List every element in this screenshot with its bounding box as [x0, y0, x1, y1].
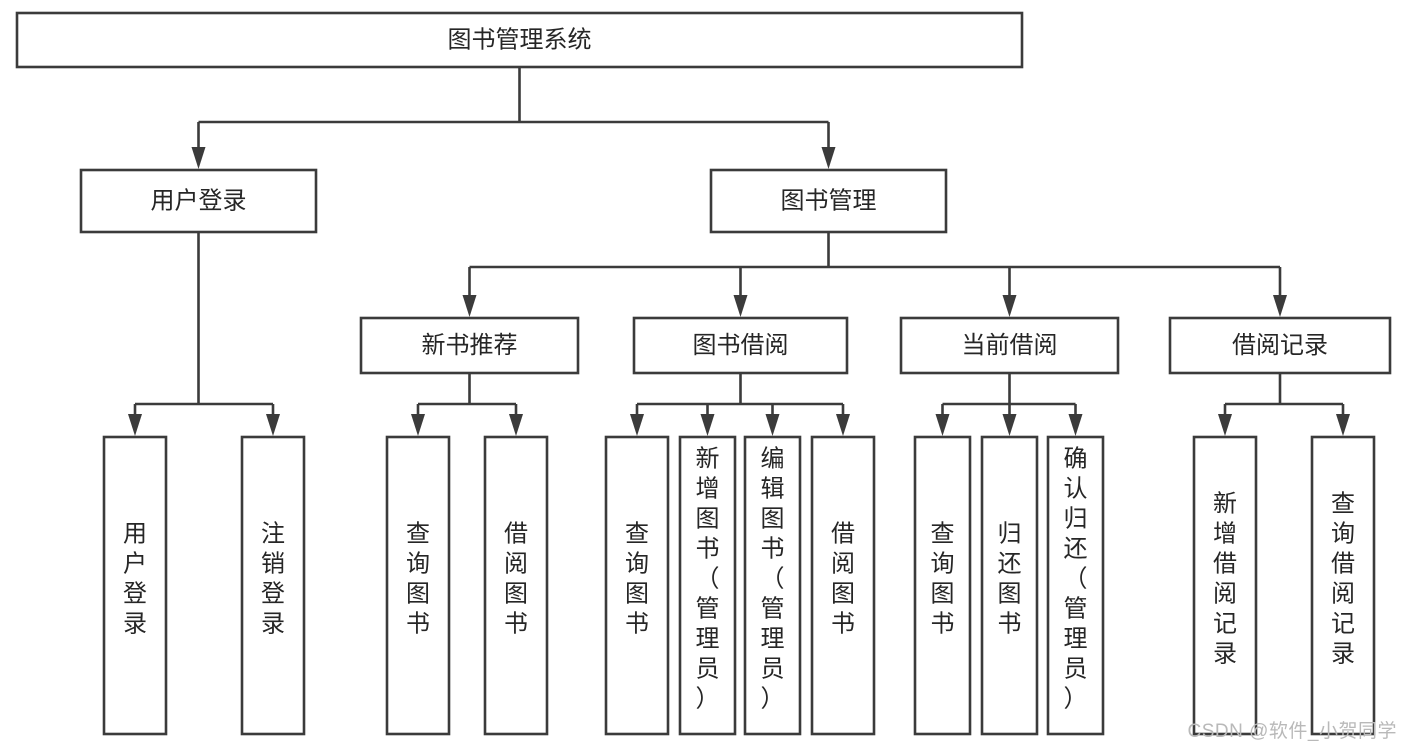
node-box-leaf-borrow-book-1[interactable]	[483, 435, 549, 736]
node-user-login[interactable]: 用户登录	[79, 168, 318, 234]
node-leaf-query-book-3[interactable]: 查询图书	[913, 435, 972, 736]
node-leaf-user-login[interactable]: 用户登录	[102, 435, 168, 736]
node-book-manage[interactable]: 图书管理	[709, 168, 948, 234]
node-current-borrow[interactable]: 当前借阅	[899, 316, 1120, 375]
node-leaf-query-book-2[interactable]: 查询图书	[604, 435, 670, 736]
node-book-borrow[interactable]: 图书借阅	[632, 316, 849, 375]
node-box-user-login[interactable]	[79, 168, 318, 234]
edge-group-user-login	[128, 232, 280, 436]
node-leaf-add-record[interactable]: 新增借阅记录	[1192, 435, 1258, 736]
node-box-leaf-logout[interactable]	[240, 435, 306, 736]
edge-group-borrow-record	[1218, 373, 1350, 436]
node-box-leaf-edit-book[interactable]	[743, 435, 802, 736]
edge-group-root	[191, 67, 836, 169]
node-leaf-return-book[interactable]: 归还图书	[980, 435, 1039, 736]
node-box-leaf-add-record[interactable]	[1192, 435, 1258, 736]
node-box-book-borrow[interactable]	[632, 316, 849, 375]
node-borrow-record[interactable]: 借阅记录	[1168, 316, 1392, 375]
node-leaf-add-book[interactable]: 新增图书（管理员）	[678, 435, 737, 736]
node-box-leaf-return-book[interactable]	[980, 435, 1039, 736]
node-box-leaf-user-login[interactable]	[102, 435, 168, 736]
node-box-leaf-confirm-return[interactable]	[1046, 435, 1105, 736]
node-new-book-recommend[interactable]: 新书推荐	[359, 316, 580, 375]
node-box-root[interactable]	[15, 11, 1024, 69]
node-leaf-query-record[interactable]: 查询借阅记录	[1310, 435, 1376, 736]
node-root[interactable]: 图书管理系统	[15, 11, 1024, 69]
node-leaf-borrow-book-1[interactable]: 借阅图书	[483, 435, 549, 736]
node-leaf-confirm-return[interactable]: 确认归还（管理员）	[1046, 435, 1105, 736]
node-box-leaf-add-book[interactable]	[678, 435, 737, 736]
node-box-leaf-borrow-book-2[interactable]	[810, 435, 876, 736]
connectors-layer	[128, 67, 1350, 436]
node-leaf-logout[interactable]: 注销登录	[240, 435, 306, 736]
node-box-leaf-query-book-2[interactable]	[604, 435, 670, 736]
node-box-current-borrow[interactable]	[899, 316, 1120, 375]
node-box-borrow-record[interactable]	[1168, 316, 1392, 375]
node-leaf-edit-book[interactable]: 编辑图书（管理员）	[743, 435, 802, 736]
edge-group-current-borrow	[935, 373, 1083, 436]
node-box-leaf-query-book-1[interactable]	[385, 435, 451, 736]
edge-group-book-manage	[462, 232, 1287, 317]
edge-group-book-borrow	[630, 373, 850, 436]
node-box-leaf-query-record[interactable]	[1310, 435, 1376, 736]
node-box-book-manage[interactable]	[709, 168, 948, 234]
edge-group-new-book-recommend	[411, 373, 523, 436]
node-leaf-query-book-1[interactable]: 查询图书	[385, 435, 451, 736]
node-leaf-borrow-book-2[interactable]: 借阅图书	[810, 435, 876, 736]
node-box-leaf-query-book-3[interactable]	[913, 435, 972, 736]
node-box-new-book-recommend[interactable]	[359, 316, 580, 375]
